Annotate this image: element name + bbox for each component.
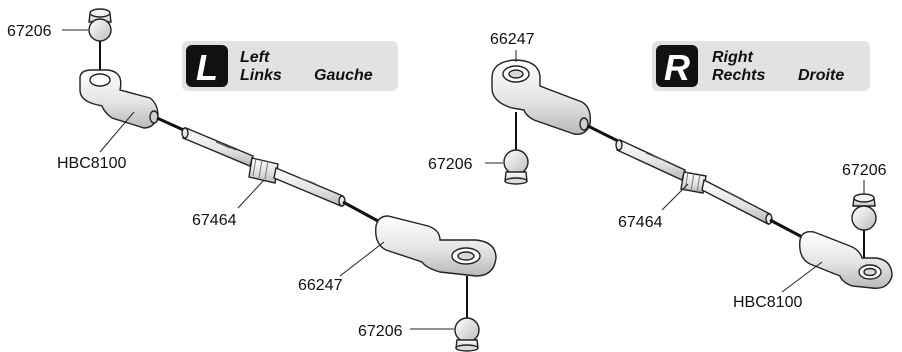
right-badge: R Right Rechts Droite <box>652 41 870 91</box>
left-part-label-ball-bottom: 67206 <box>358 323 403 340</box>
right-ball-stud-left <box>503 112 529 185</box>
left-letter-box <box>186 45 228 87</box>
right-rod-end-bottom <box>799 230 893 289</box>
left-leader-lines <box>62 29 454 330</box>
right-name-de: Rechts <box>712 67 765 84</box>
left-part-label-rod-end-bottom: 66247 <box>298 277 343 294</box>
right-part-label-rod-end-top: 66247 <box>490 31 535 48</box>
left-badge-background <box>182 41 398 91</box>
left-assembly: L Left Links Gauche <box>7 8 497 352</box>
left-part-label-rod-end-top: HBC8100 <box>57 155 126 172</box>
left-name-en: Left <box>240 49 270 66</box>
left-part-label-turnbuckle: 67464 <box>192 212 237 229</box>
right-part-label-ball-right: 67206 <box>842 162 887 179</box>
left-name-de: Links <box>240 67 282 84</box>
left-turnbuckle <box>156 116 379 223</box>
right-letter-box <box>656 45 698 87</box>
right-name-en: Right <box>712 49 754 66</box>
left-name-fr: Gauche <box>314 67 373 84</box>
right-leader-lines <box>485 50 865 293</box>
left-rod-end-top <box>79 69 159 129</box>
left-ball-stud-bottom <box>454 276 480 352</box>
right-name-fr: Droite <box>798 67 844 84</box>
right-badge-background <box>652 41 870 91</box>
left-letter: L <box>196 47 218 88</box>
left-rod-end-bottom <box>375 215 497 277</box>
left-ball-stud-top <box>88 8 112 85</box>
right-rod-end-top <box>491 59 592 135</box>
left-badge: L Left Links Gauche <box>182 41 398 91</box>
right-turnbuckle <box>587 124 805 240</box>
right-part-label-ball-left: 67206 <box>428 156 473 173</box>
right-part-label-turnbuckle: 67464 <box>618 214 663 231</box>
right-letter: R <box>664 47 690 88</box>
left-part-label-ball-top: 67206 <box>7 23 52 40</box>
right-assembly: R Right Rechts Droite <box>428 31 893 311</box>
right-part-label-rod-end-bottom: HBC8100 <box>733 294 802 311</box>
